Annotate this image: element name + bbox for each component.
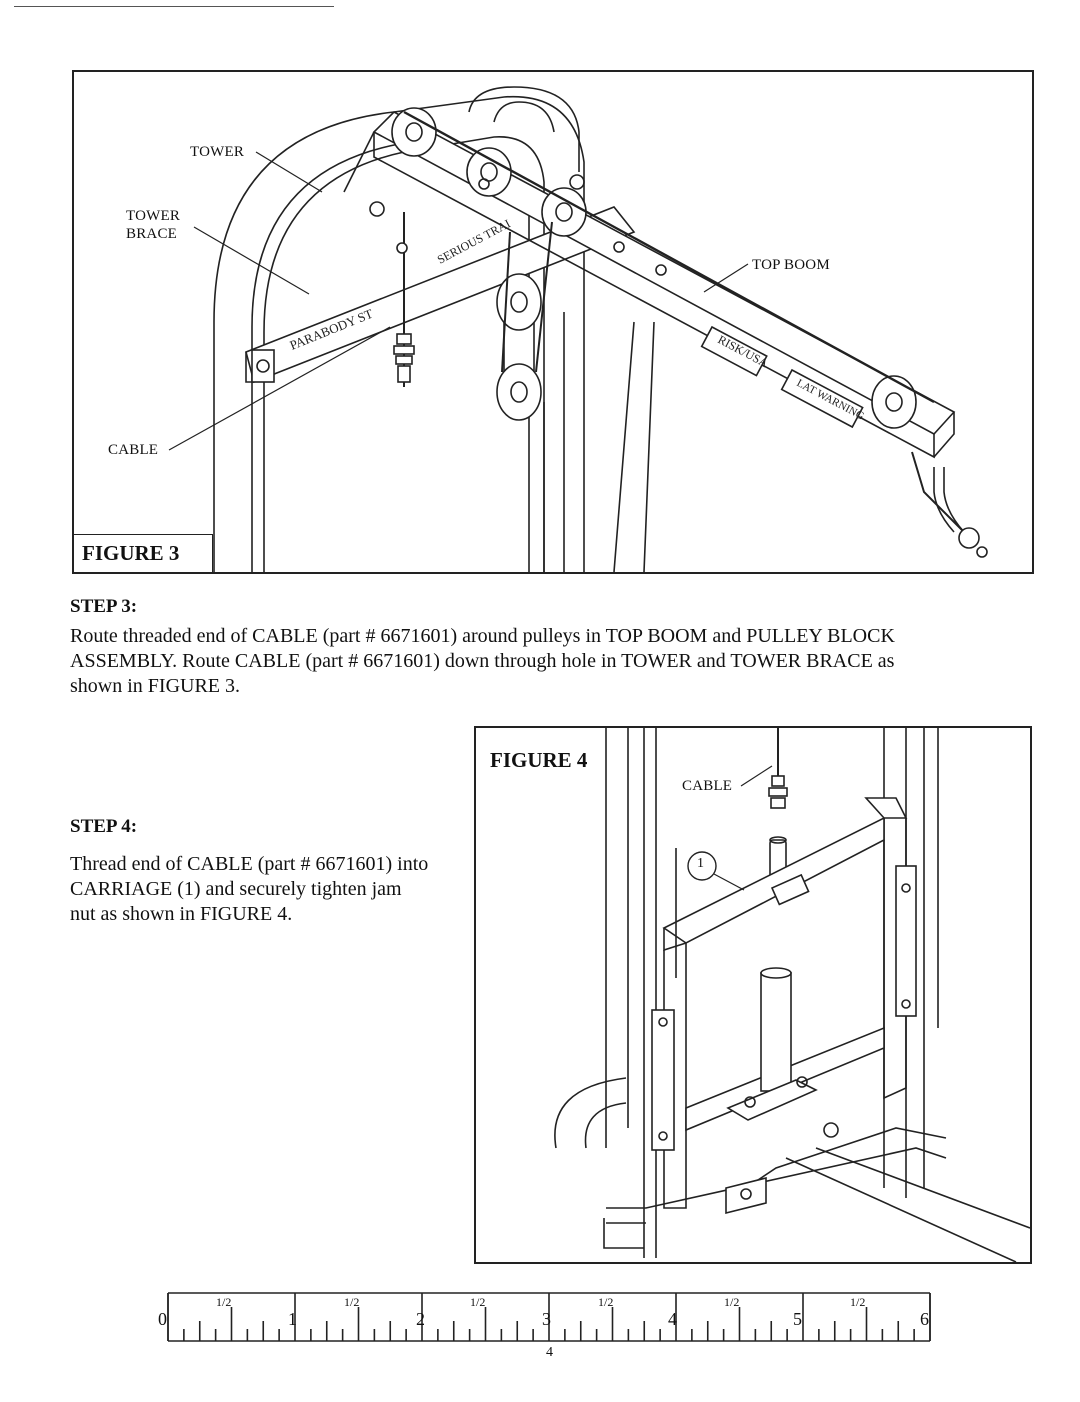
label-tower-brace-line2: BRACE (126, 226, 178, 242)
label-cable: CABLE (108, 442, 159, 458)
figure-4-drawing (554, 728, 1030, 1262)
ruler-num-4: 4 (668, 1309, 677, 1329)
boom-cable (403, 110, 935, 404)
figure-3-drawing: SERIOUS TRAI PARABODY ST RISK/USA LAT WA… (168, 86, 988, 572)
ruler-half-1: 1/2 (344, 1295, 360, 1309)
step-3-line-2: ASSEMBLY. Route CABLE (part # 6671601) d… (70, 650, 895, 672)
ruler-half-4: 1/2 (724, 1295, 740, 1309)
figure-4-title: FIGURE 4 (490, 748, 588, 772)
weight-post (760, 972, 792, 1092)
figure-3-title: FIGURE 3 (82, 541, 180, 565)
ruler-half-2: 1/2 (470, 1295, 486, 1309)
step-3-line-3: shown in FIGURE 3. (70, 675, 241, 697)
ruler-num-1: 1 (288, 1309, 297, 1329)
ruler-half-3: 1/2 (598, 1295, 614, 1309)
ruler-half-0: 1/2 (216, 1295, 232, 1309)
ruler-num-0: 0 (158, 1309, 167, 1329)
ruler-num-6: 6 (920, 1309, 929, 1329)
step-4-line-2: CARRIAGE (1) and securely tighten jam (70, 878, 402, 900)
ruler-num-2: 2 (416, 1309, 425, 1329)
label-tower-brace-line1: TOWER (126, 208, 181, 224)
ruler-num-5: 5 (793, 1309, 802, 1329)
label-top-boom: TOP BOOM (752, 257, 830, 273)
step-3-text: Route threaded end of CABLE (part # 6671… (70, 624, 1050, 699)
header-rule (14, 6, 334, 7)
figure-3: SERIOUS TRAI PARABODY ST RISK/USA LAT WA… (72, 70, 1034, 574)
callout-1-number: 1 (697, 856, 705, 871)
step-3-line-1: Route threaded end of CABLE (part # 6671… (70, 625, 895, 647)
label-cable-fig4: CABLE (682, 778, 733, 794)
step-3-heading: STEP 3: (70, 596, 138, 617)
tower-arch-inner (263, 136, 545, 572)
ruler-half-5: 1/2 (850, 1295, 866, 1309)
step-4-line-1: Thread end of CABLE (part # 6671601) int… (70, 853, 429, 875)
step-4-line-3: nut as shown in FIGURE 4. (70, 903, 293, 925)
step-4-text: Thread end of CABLE (part # 6671601) int… (70, 852, 470, 927)
step-4-heading: STEP 4: (70, 816, 138, 837)
page-number: 4 (546, 1345, 553, 1360)
figure-4: FIGURE 4 CABLE 1 (474, 726, 1032, 1264)
ruler (167, 1292, 931, 1342)
ruler-labels: 0 1 2 3 4 5 6 1/2 1/2 1/2 1/2 1/2 1/2 4 (150, 1285, 950, 1375)
callout-1-circle (687, 851, 717, 881)
ruler-num-3: 3 (542, 1309, 551, 1329)
label-tower: TOWER (190, 144, 245, 160)
label-tower-brace: TOWER BRACE (126, 207, 180, 243)
figure-3-title-box: FIGURE 3 (74, 534, 213, 572)
